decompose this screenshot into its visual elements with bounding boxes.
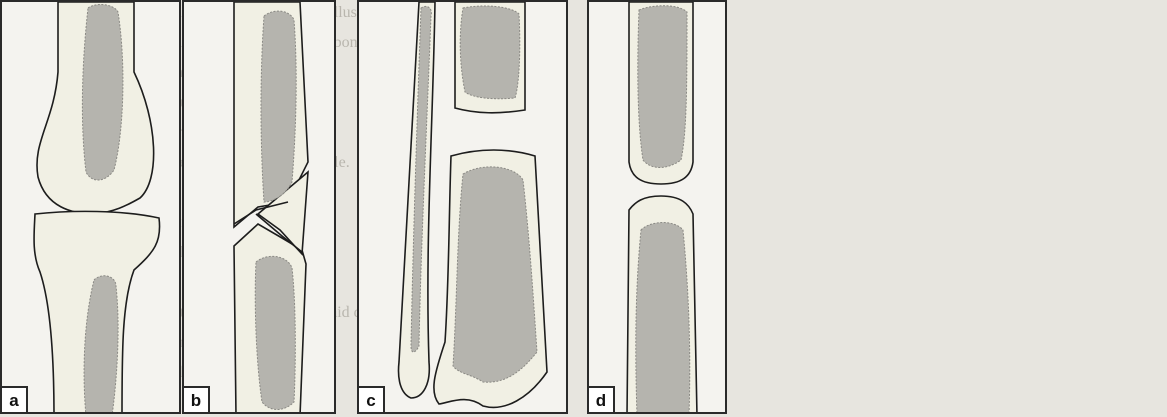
knee-joint-illustration (2, 2, 181, 414)
ankle-illustration (359, 2, 568, 414)
panel-label-d: d (589, 386, 615, 412)
lower-marrow (636, 223, 690, 415)
lower-tibia-marrow (453, 167, 537, 382)
fractured-bone-illustration (184, 2, 336, 414)
panel-label-a: a (2, 386, 28, 412)
panel-d-transverse-fracture: d (587, 0, 727, 414)
panel-c-ankle: c (357, 0, 568, 414)
upper-tibia-marrow (460, 6, 520, 99)
femur-marrow (82, 5, 123, 181)
upper-marrow (261, 11, 296, 202)
panel-a-knee-joint: a (0, 0, 181, 414)
panel-b-fractured-shaft: b (182, 0, 336, 414)
panel-label-b: b (184, 386, 210, 412)
panel-label-c: c (359, 386, 385, 412)
lower-marrow (255, 256, 295, 409)
transverse-fracture-illustration (589, 2, 727, 414)
upper-marrow (638, 6, 687, 168)
